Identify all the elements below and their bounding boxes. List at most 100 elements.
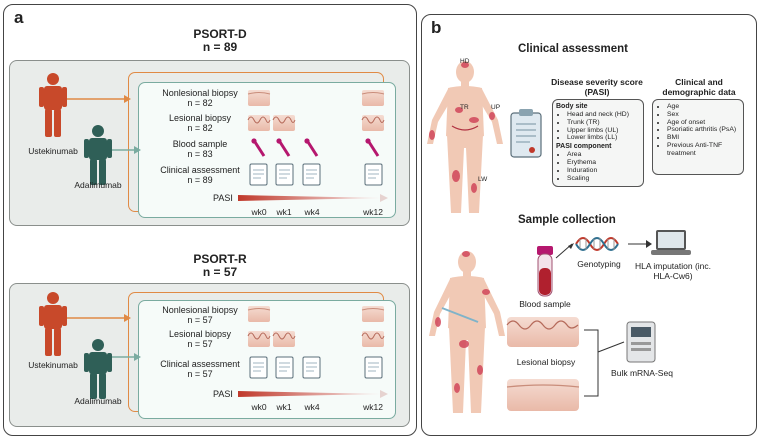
- clinical-assessment-heading: Clinical assessment: [518, 43, 628, 55]
- pasi-gradient-bar: [238, 195, 384, 201]
- severity-title: Disease severity score (PASI): [551, 77, 643, 97]
- sequencer-icon: [626, 321, 656, 363]
- row-label-text: Nonlesional biopsy: [162, 305, 238, 315]
- body-label-hd: HD: [460, 58, 470, 65]
- demographic-list: Age Sex Age of onset Psoriatic arthritis…: [656, 103, 740, 158]
- severity-box: Body site Head and neck (HD) Trunk (TR) …: [552, 99, 644, 187]
- list-item: Sex: [667, 111, 740, 119]
- psort-r-ustekinumab-label: Ustekinumab: [28, 360, 78, 370]
- psort-r-tick-wk4: wk4: [304, 402, 320, 412]
- row-n-text: n = 57: [187, 339, 213, 349]
- laptop-icon: [651, 230, 691, 255]
- row-n-text: n = 57: [187, 369, 213, 379]
- psort-d-icons: [238, 90, 388, 202]
- psort-r-tick-wk1: wk1: [276, 402, 292, 412]
- clipboard-icon: [249, 163, 383, 186]
- psort-d-tick-wk0: wk0: [251, 207, 267, 217]
- body-figure-icon: [427, 61, 503, 213]
- body-label-lw: LW: [478, 176, 488, 183]
- pasi-gradient-bar: [238, 391, 384, 397]
- psort-d-row-blood: Blood sample n = 83: [154, 139, 246, 159]
- psort-d-adalimumab-label: Adalimumab: [74, 180, 122, 190]
- row-label-text: Nonlesional biopsy: [162, 88, 238, 98]
- clipboard-icon: [249, 356, 383, 379]
- list-item: Trunk (TR): [567, 119, 640, 127]
- psort-d-name: PSORT-D: [193, 27, 247, 41]
- list-item: Previous Anti-TNF treatment: [667, 142, 740, 158]
- psort-r-row-clinical: Clinical assessment n = 57: [150, 359, 250, 379]
- body-label-up: UP: [491, 104, 501, 111]
- panel-b-letter: b: [431, 18, 442, 37]
- list-item: Erythema: [567, 159, 640, 167]
- demographic-box: Age Sex Age of onset Psoriatic arthritis…: [652, 99, 744, 175]
- row-n-text: n = 82: [187, 123, 213, 133]
- skin-sample-icon: [247, 90, 385, 106]
- clipboard-icon: [510, 109, 542, 158]
- row-label-text: Clinical assessment: [160, 359, 240, 369]
- psort-r-n: n = 57: [202, 265, 238, 279]
- blood-tube-icon: [537, 246, 553, 297]
- hla-imputation-label: HLA imputation (inc. HLA-Cw6): [634, 261, 712, 281]
- blood-sample-label: Blood sample: [519, 299, 571, 309]
- body-label-tr: TR: [460, 104, 469, 111]
- ustekinumab-person-icon: [39, 292, 67, 356]
- psort-r-title: PSORT-R n = 57: [160, 253, 280, 279]
- list-item: Psoriatic arthritis (PsA): [667, 126, 740, 134]
- list-item: BMI: [667, 134, 740, 142]
- psort-r-pasi-label: PASI: [213, 389, 233, 399]
- row-label-text: Blood sample: [172, 139, 228, 149]
- row-label-text: Lesional biopsy: [168, 113, 232, 123]
- psort-d-ustekinumab-label: Ustekinumab: [28, 146, 78, 156]
- adalimumab-person-icon: [84, 339, 112, 399]
- demographic-title: Clinical and demographic data: [662, 77, 736, 97]
- psort-r-tick-wk12: wk12: [363, 402, 383, 412]
- psort-r-adalimumab-label: Adalimumab: [74, 396, 122, 406]
- panel-a-letter: a: [14, 8, 24, 27]
- row-label-text: Clinical assessment: [160, 165, 240, 175]
- row-n-text: n = 83: [187, 149, 213, 159]
- ustekinumab-person-icon: [39, 73, 67, 137]
- row-n-text: n = 82: [187, 98, 213, 108]
- psort-d-pasi-label: PASI: [213, 193, 233, 203]
- lesional-skin-icon: [506, 317, 579, 347]
- list-item: Scaling: [567, 175, 640, 183]
- psort-d-title: PSORT-D n = 89: [160, 28, 280, 54]
- psort-d-row-lesional: Lesional biopsy n = 82: [154, 113, 246, 133]
- genotyping-label: Genotyping: [577, 259, 621, 269]
- list-item: Age: [667, 103, 740, 111]
- component-list: Area Erythema Induration Scaling: [556, 151, 640, 182]
- psort-r-tick-wk0: wk0: [251, 402, 267, 412]
- body-figure-sample-icon: [429, 251, 505, 413]
- adalimumab-person-icon: [84, 125, 112, 185]
- psort-d-tick-wk12: wk12: [363, 207, 383, 217]
- psort-d-row-clinical: Clinical assessment n = 89: [150, 165, 250, 185]
- skin-sample-icon: [247, 306, 385, 322]
- psort-r-row-nonlesional: Nonlesional biopsy n = 57: [154, 305, 246, 325]
- list-item: Lower limbs (LL): [567, 134, 640, 142]
- dna-icon: [575, 237, 619, 251]
- psort-d-tick-wk4: wk4: [304, 207, 320, 217]
- psort-r-row-lesional: Lesional biopsy n = 57: [154, 329, 246, 349]
- psort-d-tick-wk1: wk1: [276, 207, 292, 217]
- body-site-list: Head and neck (HD) Trunk (TR) Upper limb…: [556, 111, 640, 142]
- body-site-heading: Body site: [556, 103, 588, 110]
- row-n-text: n = 57: [187, 315, 213, 325]
- list-item: Induration: [567, 167, 640, 175]
- component-heading: PASI component: [556, 143, 612, 151]
- psort-r-icons: [238, 306, 388, 398]
- row-n-text: n = 89: [187, 175, 213, 185]
- list-item: Upper limbs (UL): [567, 127, 640, 135]
- sample-collection-heading: Sample collection: [518, 214, 616, 226]
- bulk-mrna-label: Bulk mRNA-Seq: [611, 368, 673, 378]
- blood-tube-icon: [251, 138, 380, 157]
- list-item: Age of onset: [667, 119, 740, 127]
- list-item: Head and neck (HD): [567, 111, 640, 119]
- lesional-biopsy-label: Lesional biopsy: [516, 357, 576, 367]
- row-label-text: Lesional biopsy: [168, 329, 232, 339]
- lesional-skin-icon: [247, 115, 385, 131]
- psort-r-name: PSORT-R: [193, 252, 247, 266]
- psort-d-row-nonlesional: Nonlesional biopsy n = 82: [154, 88, 246, 108]
- psort-d-n: n = 89: [202, 40, 238, 54]
- lesional-skin-icon: [247, 331, 385, 347]
